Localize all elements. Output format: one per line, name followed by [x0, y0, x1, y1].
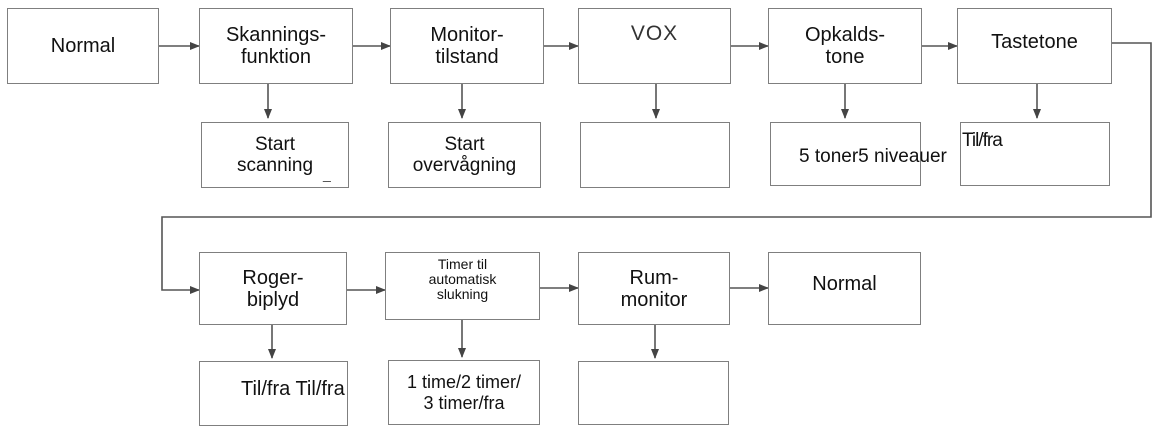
sub-label-roger: Til/fra Til/fra: [241, 378, 345, 400]
node-label: Tastetone: [991, 31, 1078, 53]
node-label-line2: monitor: [620, 288, 688, 311]
node-label-line1: Roger-: [242, 266, 304, 289]
node-label-line1: Rum-: [629, 266, 679, 289]
sub-label-line1: 1 time/2 timer/: [406, 371, 522, 392]
node-label-line2: biplyd: [246, 288, 300, 311]
node-auto-off-timer: Timer til automatisk slukning: [385, 252, 540, 320]
stray-mark: _: [323, 166, 331, 182]
sub-start-scanning: Start scanning: [201, 122, 349, 188]
node-scan-function: Skannings- funktion: [199, 8, 353, 84]
node-label-line2: tone: [825, 46, 865, 68]
node-label: Normal: [50, 35, 116, 57]
node-vox: VOX: [578, 8, 731, 84]
node-roger-beep: Roger- biplyd: [199, 252, 347, 325]
node-label-line2: funktion: [240, 46, 312, 68]
sub-label-keytone: Til/fra: [962, 130, 1003, 151]
sub-keytone-on-off: [960, 122, 1110, 186]
node-label-line2: automatisk: [428, 271, 497, 287]
node-key-tone: Tastetone: [957, 8, 1112, 84]
node-normal-end: Normal: [768, 252, 921, 325]
node-label: Normal: [812, 273, 877, 295]
node-label-line1: Skannings-: [225, 24, 327, 46]
node-label-line1: Opkalds-: [804, 24, 886, 46]
sub-five-tones: [770, 122, 921, 186]
node-normal-start: Normal: [7, 8, 159, 84]
sub-start-monitoring: Start overvågning: [388, 122, 541, 188]
node-label-line3: slukning: [436, 286, 489, 302]
node-call-tone: Opkalds- tone: [768, 8, 922, 84]
node-room-monitor: Rum- monitor: [578, 252, 730, 325]
sub-label-line1: Start: [254, 134, 296, 155]
sub-label-five-tones: 5 toner5 niveauer: [799, 146, 947, 167]
sub-room-empty: [578, 361, 729, 425]
wrap-connector: [161, 42, 1152, 294]
sub-vox-empty: [580, 122, 730, 188]
sub-label-line2: scanning: [236, 155, 314, 176]
sub-label-line2: 3 timer/fra: [423, 392, 505, 413]
node-label-line1: Monitor-: [430, 24, 504, 46]
node-label-line1: Timer til: [437, 256, 488, 272]
node-label-line2: tilstand: [435, 46, 499, 68]
sub-label-line2: overvågning: [412, 155, 517, 176]
node-label: VOX: [630, 22, 679, 45]
sub-roger-on-off: [199, 361, 348, 426]
sub-label-line1: Start: [444, 134, 485, 155]
sub-timer-options: 1 time/2 timer/ 3 timer/fra: [388, 360, 540, 425]
node-monitor-mode: Monitor- tilstand: [390, 8, 544, 84]
